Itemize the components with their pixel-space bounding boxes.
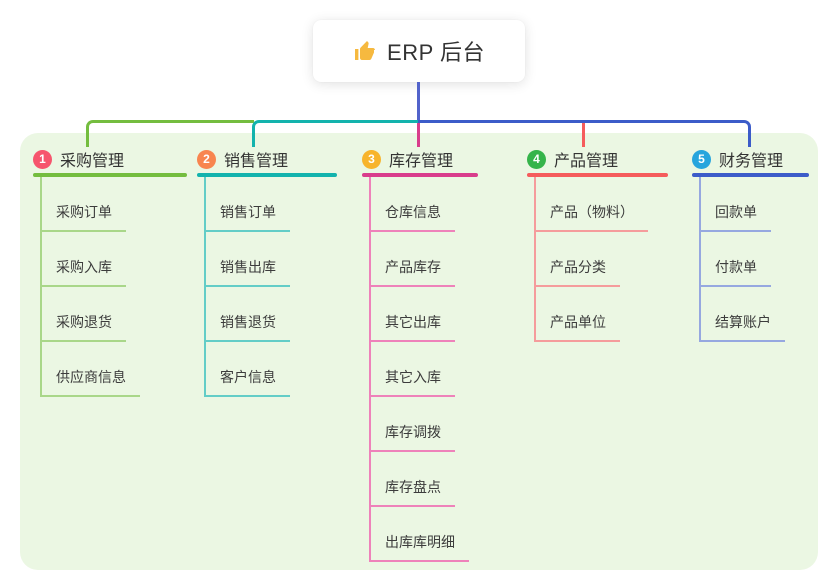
connector-branch-5 — [418, 120, 751, 147]
child-node[interactable]: 产品分类 — [534, 257, 620, 287]
connector-branch-2 — [252, 120, 418, 147]
child-node[interactable]: 采购入库 — [40, 257, 126, 287]
child-node[interactable]: 销售订单 — [204, 202, 290, 232]
child-node[interactable]: 回款单 — [699, 202, 771, 232]
branch-label-text: 产品管理 — [554, 153, 619, 170]
child-node[interactable]: 库存盘点 — [369, 477, 455, 507]
child-connector-line — [40, 177, 42, 397]
canvas-panel — [20, 133, 818, 570]
child-node[interactable]: 客户信息 — [204, 367, 290, 397]
child-node[interactable]: 产品库存 — [369, 257, 455, 287]
branch-underline — [527, 173, 668, 177]
branch-node-inventory[interactable]: 3 库存管理 — [362, 145, 453, 173]
child-node[interactable]: 其它出库 — [369, 312, 455, 342]
badge-2-icon: 2 — [197, 149, 216, 169]
child-node[interactable]: 结算账户 — [699, 312, 785, 342]
badge-1-icon: 1 — [33, 149, 52, 169]
child-node[interactable]: 产品单位 — [534, 312, 620, 342]
connector-root-stub — [417, 82, 420, 120]
root-title: ERP 后台 — [387, 40, 485, 65]
child-connector-line — [534, 177, 536, 342]
connector-branch-1 — [86, 120, 254, 147]
child-node[interactable]: 销售出库 — [204, 257, 290, 287]
child-connector-line — [369, 177, 371, 562]
badge-5-icon: 5 — [692, 149, 711, 169]
branch-node-product[interactable]: 4 产品管理 — [527, 145, 618, 173]
branch-underline — [197, 173, 337, 177]
branch-node-purchase[interactable]: 1 采购管理 — [33, 145, 124, 173]
child-node[interactable]: 其它入库 — [369, 367, 455, 397]
badge-4-icon: 4 — [527, 149, 546, 169]
branch-label-text: 库存管理 — [389, 153, 454, 170]
child-node[interactable]: 采购订单 — [40, 202, 126, 232]
branch-node-finance[interactable]: 5 财务管理 — [692, 145, 783, 173]
child-node[interactable]: 库存调拨 — [369, 422, 455, 452]
branch-underline — [362, 173, 478, 177]
child-node[interactable]: 销售退货 — [204, 312, 290, 342]
child-node[interactable]: 付款单 — [699, 257, 771, 287]
child-node[interactable]: 产品（物料） — [534, 202, 648, 232]
connector-branch-4 — [582, 123, 585, 147]
child-connector-line — [204, 177, 206, 397]
branch-label-text: 财务管理 — [719, 153, 784, 170]
child-node[interactable]: 出库库明细 — [369, 532, 469, 562]
branch-label-text: 销售管理 — [224, 153, 289, 170]
child-node[interactable]: 仓库信息 — [369, 202, 455, 232]
branch-node-sales[interactable]: 2 销售管理 — [197, 145, 288, 173]
child-node[interactable]: 供应商信息 — [40, 367, 140, 397]
thumbs-up-icon — [353, 39, 377, 63]
branch-label-text: 采购管理 — [60, 153, 125, 170]
root-node-erp[interactable]: ERP 后台 — [313, 20, 525, 82]
child-connector-line — [699, 177, 701, 342]
branch-underline — [33, 173, 187, 177]
badge-3-icon: 3 — [362, 149, 381, 169]
branch-underline — [692, 173, 809, 177]
child-node[interactable]: 采购退货 — [40, 312, 126, 342]
connector-branch-3 — [417, 123, 420, 147]
